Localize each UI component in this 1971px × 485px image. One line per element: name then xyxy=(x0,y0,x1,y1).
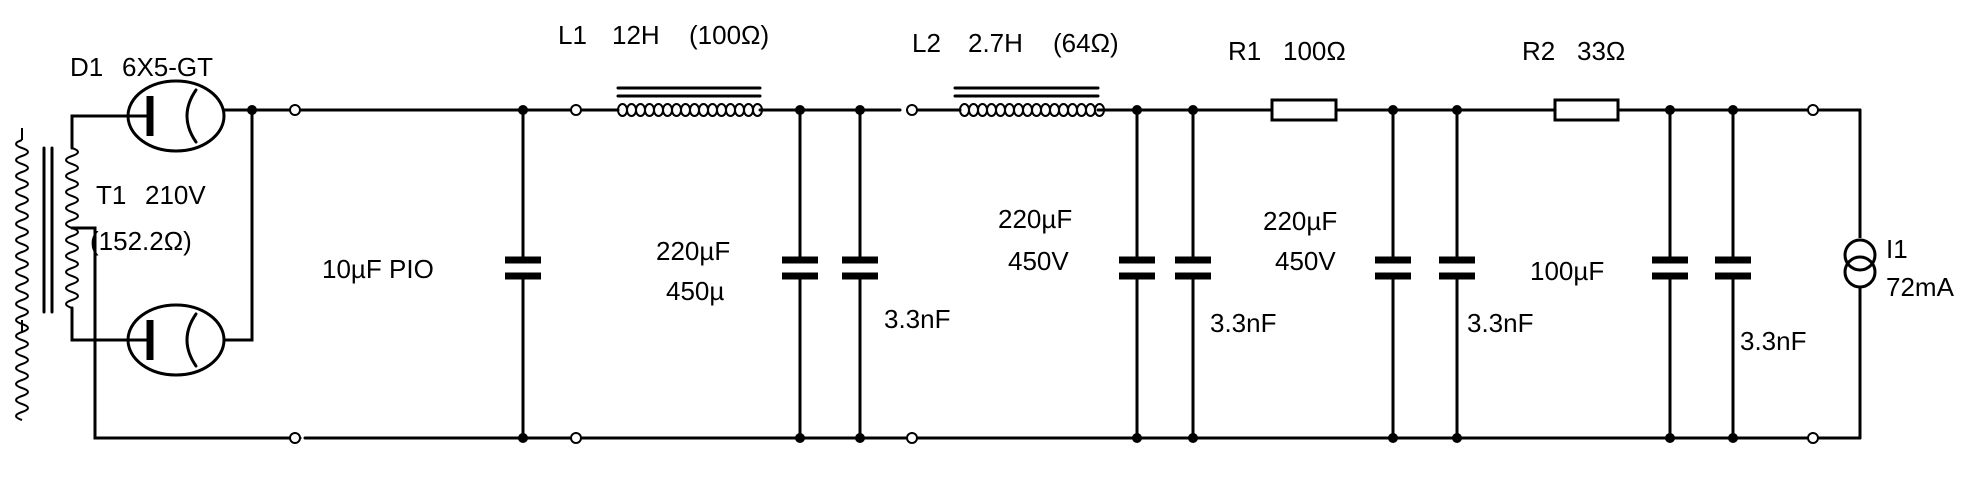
inductor-l1 xyxy=(616,86,763,117)
c2-rating-label: 450V xyxy=(1008,246,1069,276)
c3-bypass-label: 3.3nF xyxy=(1467,308,1534,338)
i1-ref-label: I1 xyxy=(1886,234,1908,264)
l1-value-label: 12H xyxy=(612,20,660,50)
l2-value-label: 2.7H xyxy=(968,28,1023,58)
l2-dcr-label: (64Ω) xyxy=(1053,28,1119,58)
transformer-t1 xyxy=(15,114,302,440)
r2-ref-label: R2 xyxy=(1522,36,1555,66)
current-source-i1 xyxy=(1843,238,1877,289)
c1-bypass-label: 3.3nF xyxy=(884,304,951,334)
c4-value-label: 100µF xyxy=(1530,256,1604,286)
c3-value-label: 220µF xyxy=(1263,206,1337,236)
capacitor-c4-bypass xyxy=(1715,108,1751,440)
c4-bypass-label: 3.3nF xyxy=(1740,326,1807,356)
capacitor-c2 xyxy=(1119,108,1155,440)
c2-value-label: 220µF xyxy=(998,204,1072,234)
d1-part-label: 6X5-GT xyxy=(122,52,213,82)
cathode-wire xyxy=(222,108,254,342)
capacitor-10uf-pio xyxy=(505,108,541,440)
t1-ref-label: T1 xyxy=(96,180,126,210)
resistor-r2 xyxy=(1553,98,1620,122)
i1-current-label: 72mA xyxy=(1886,272,1955,302)
capacitor-c1-bypass xyxy=(842,108,878,440)
rectifier-tube-2 xyxy=(113,303,226,377)
rectifier-tube-1 xyxy=(113,79,226,153)
t1-voltage-label: 210V xyxy=(145,180,206,210)
capacitor-c3 xyxy=(1375,108,1411,440)
r1-value-label: 100Ω xyxy=(1283,36,1346,66)
d1-ref-label: D1 xyxy=(70,52,103,82)
capacitor-c4 xyxy=(1652,108,1688,440)
resistor-r1 xyxy=(1270,98,1338,122)
junction-dots xyxy=(247,105,1738,443)
c1-rating-label: 450µ xyxy=(666,276,724,306)
l2-ref-label: L2 xyxy=(912,28,941,58)
r1-ref-label: R1 xyxy=(1228,36,1261,66)
t1-resistance-label: (152.2Ω) xyxy=(90,226,192,256)
c3-rating-label: 450V xyxy=(1275,246,1336,276)
l1-ref-label: L1 xyxy=(558,20,587,50)
inductor-l2 xyxy=(953,86,1105,117)
capacitor-c1 xyxy=(782,108,818,440)
l1-dcr-label: (100Ω) xyxy=(689,20,769,50)
capacitor-c3-bypass xyxy=(1439,108,1475,440)
c1-value-label: 220µF xyxy=(656,236,730,266)
c-pio-label: 10µF PIO xyxy=(322,254,434,284)
c2-bypass-label: 3.3nF xyxy=(1210,308,1277,338)
r2-value-label: 33Ω xyxy=(1577,36,1625,66)
capacitor-c2-bypass xyxy=(1175,108,1211,440)
primary-winding xyxy=(15,139,29,421)
